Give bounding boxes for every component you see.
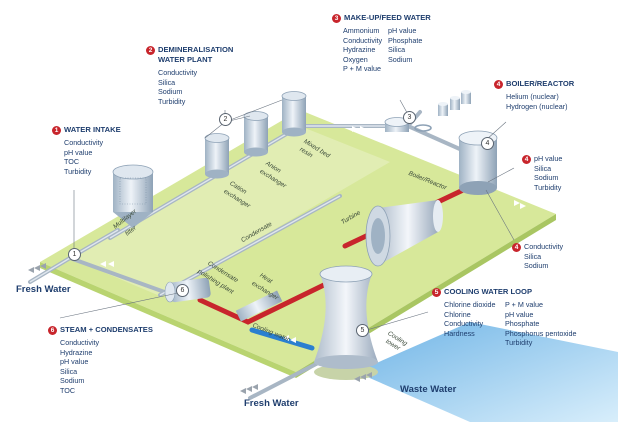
badge-3: 3 [332, 14, 341, 23]
feed-water-params-col2: pH value Phosphate Silica Sodium [388, 26, 422, 64]
badge-5: 5 [432, 288, 441, 297]
param: Conductivity [60, 338, 100, 347]
param: Chlorine dioxide [444, 300, 496, 309]
boiler-steam-params: pH value Silica Sodium Turbidity [534, 154, 562, 192]
param: Sodium [534, 173, 559, 183]
multilayer-filter-tank [112, 164, 154, 228]
param: Turbidity [505, 338, 533, 348]
param: Silica [524, 251, 542, 261]
param: pH value [534, 154, 563, 163]
param: Silica [388, 45, 406, 55]
badge-1: 1 [52, 126, 61, 135]
param: TOC [60, 385, 76, 395]
param: Sodium [60, 376, 85, 386]
heat-exchanger [235, 290, 283, 322]
plant-platform [40, 110, 556, 378]
param: Turbidity [534, 182, 562, 192]
param: Ammonium [343, 26, 380, 35]
marker-4: 4 [481, 137, 494, 150]
turbine [365, 200, 443, 267]
fresh-water-bottom-label: Fresh Water [244, 398, 299, 409]
param: Conductivity [158, 68, 198, 77]
param: Hydrogen (nuclear) [506, 101, 568, 111]
param: Helium (nuclear) [506, 92, 559, 101]
cooling-loop-title: COOLING WATER LOOP [444, 287, 533, 296]
turbine-out-params: Conductivity Silica Sodium [524, 242, 563, 271]
param: pH value [64, 147, 93, 157]
param: Turbidity [64, 166, 92, 176]
fresh-water-left-label: Fresh Water [16, 284, 71, 295]
param: pH value [60, 357, 89, 367]
param: Silica [158, 77, 176, 87]
param: Conductivity [524, 242, 564, 251]
water-intake-title: WATER INTAKE [64, 125, 121, 134]
param: Turbidity [158, 96, 186, 106]
cation-exchanger-tank [204, 133, 230, 179]
demin-title-2: WATER PLANT [158, 55, 213, 64]
demin-title-1: DEMINERALISATION [158, 45, 234, 54]
boiler-params: Helium (nuclear) Hydrogen (nuclear) [506, 92, 568, 111]
param: Phosphorus pentoxide [505, 328, 577, 338]
mixed-bed-tank [281, 91, 307, 137]
waste-water-basin [356, 322, 618, 422]
waste-water-label: Waste Water [400, 384, 457, 395]
marker-1: 1 [68, 248, 81, 261]
cooling-loop-params-col2: P + M value pH value Phosphate Phosphoru… [505, 300, 577, 348]
param: Hydrazine [60, 347, 93, 357]
badge-4c: 4 [512, 243, 521, 252]
param: pH value [505, 309, 534, 319]
param: pH value [388, 26, 417, 35]
param: Silica [534, 163, 552, 173]
param: Conductivity [343, 35, 383, 45]
param: Sodium [524, 261, 549, 271]
param: TOC [64, 157, 80, 167]
boiler-steam-badge: 4 [522, 154, 534, 164]
anion-exchanger-tank [243, 111, 269, 157]
param: P + M value [343, 64, 382, 74]
feed-water-title: MAKE-UP/FEED WATER [344, 13, 431, 22]
fresh-water-arrows [28, 263, 372, 394]
cooling-loop-params-col1: Chlorine dioxide Chlorine Conductivity H… [444, 300, 496, 338]
boiler-title: BOILER/REACTOR [506, 79, 575, 88]
marker-6: 6 [176, 284, 189, 297]
badge-4b: 4 [522, 155, 531, 164]
param: Oxygen [343, 54, 368, 64]
param: Phosphate [388, 35, 423, 45]
water-intake-params: Conductivity pH value TOC Turbidity [64, 138, 103, 176]
cooling-pipe [249, 327, 315, 351]
param: Sodium [158, 87, 183, 97]
badge-6: 6 [48, 326, 57, 335]
turbine-out-badge: 4 [512, 242, 524, 252]
marker-5: 5 [356, 324, 369, 337]
param: Chlorine [444, 309, 471, 319]
param: Phosphate [505, 319, 540, 329]
demin-params: Conductivity Silica Sodium Turbidity [158, 68, 197, 106]
param: Hydrazine [343, 45, 376, 55]
chemical-dosing-cylinders [414, 90, 471, 132]
param: Conductivity [444, 319, 484, 329]
demin-heading-2: WATER PLANT [158, 55, 212, 65]
marker-3: 3 [403, 111, 416, 124]
param: P + M value [505, 300, 544, 309]
marker-2: 2 [219, 113, 232, 126]
param: Sodium [388, 54, 413, 64]
flow-arrows [100, 126, 526, 343]
badge-2: 2 [146, 46, 155, 55]
steam-condensates-title: STEAM + CONDENSATES [60, 325, 153, 334]
param: Hardness [444, 328, 475, 338]
feed-water-params-col1: Ammonium Conductivity Hydrazine Oxygen P… [343, 26, 382, 74]
param: Conductivity [64, 138, 104, 147]
badge-4: 4 [494, 80, 503, 89]
param: Silica [60, 366, 78, 376]
steam-condensates-params: Conductivity Hydrazine pH value Silica S… [60, 338, 99, 396]
